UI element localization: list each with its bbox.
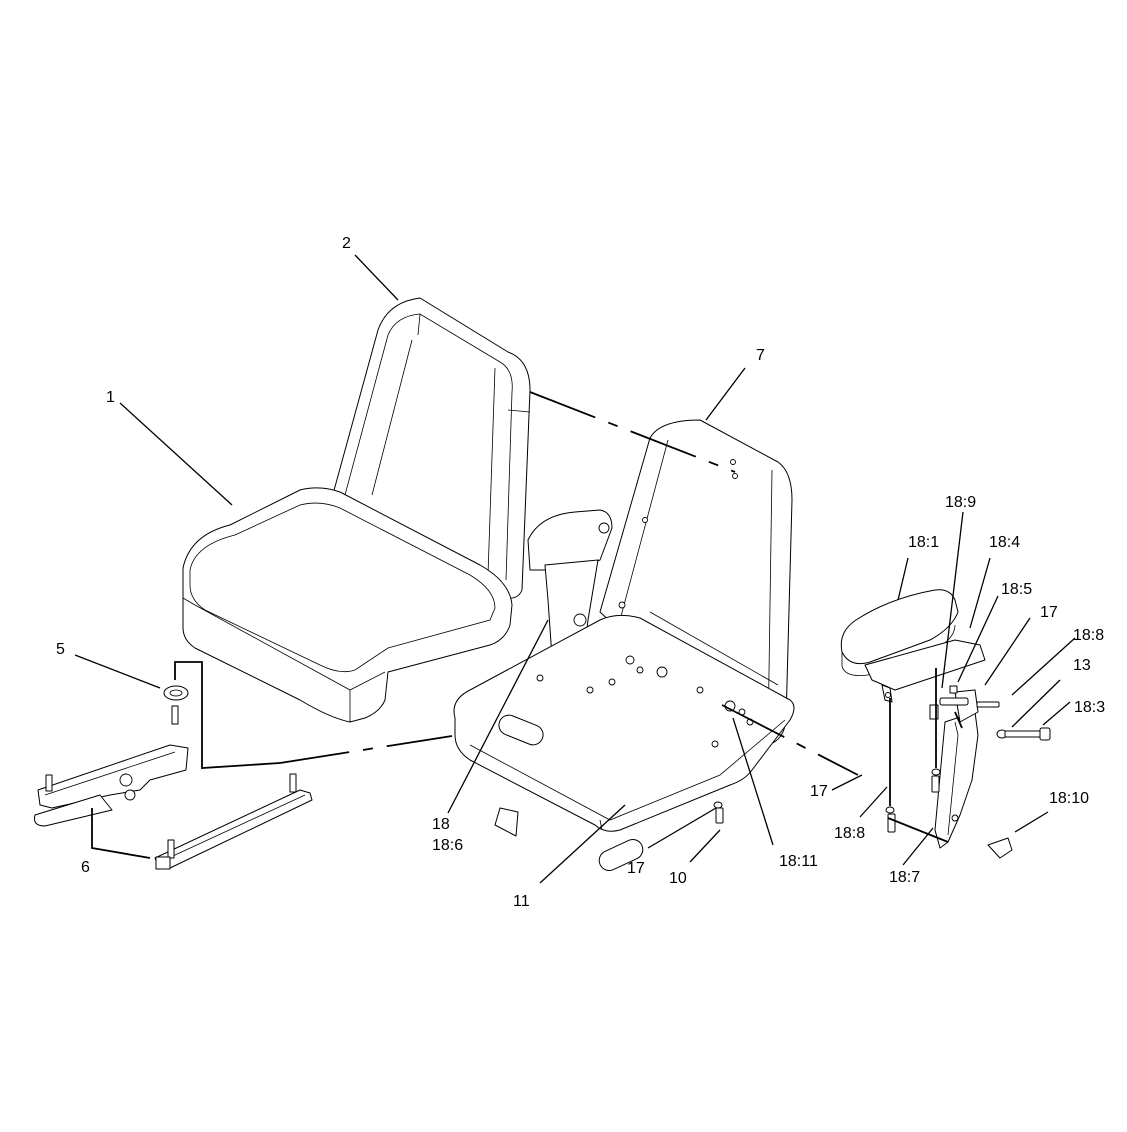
seat-cushion <box>182 487 513 723</box>
callout-17-left: 17 <box>810 783 828 800</box>
callout-18-11: 18:11 <box>779 853 818 870</box>
callout-labels: 1 2 5 6 7 18 18:6 11 17 10 18:11 17 18:8… <box>56 235 1105 910</box>
hardware <box>713 685 1051 859</box>
callout-18-4: 18:4 <box>989 534 1020 551</box>
callout-17-bottom: 17 <box>627 860 645 877</box>
callout-2: 2 <box>342 235 351 252</box>
callout-7: 7 <box>756 347 765 364</box>
callout-18-10: 18:10 <box>1049 790 1089 807</box>
slide-rails <box>34 705 313 870</box>
callout-5: 5 <box>56 641 65 658</box>
leader-lines <box>74 254 1076 884</box>
callout-6: 6 <box>81 859 90 876</box>
callout-11: 11 <box>513 893 530 910</box>
callout-10: 10 <box>669 870 687 887</box>
callout-18-8-top: 18:8 <box>1073 627 1104 644</box>
callout-17-top: 17 <box>1040 604 1058 621</box>
washer <box>163 685 189 701</box>
callout-1: 1 <box>106 389 115 406</box>
callout-18-8-bottom: 18:8 <box>834 825 865 842</box>
armrest <box>840 589 986 703</box>
callout-18-6: 18:6 <box>432 837 463 854</box>
callout-18-1: 18:1 <box>908 534 939 551</box>
callout-18: 18 <box>432 816 450 833</box>
callout-13: 13 <box>1073 657 1091 674</box>
callout-18-3: 18:3 <box>1074 699 1105 716</box>
callout-18-7: 18:7 <box>889 869 920 886</box>
callout-18-9: 18:9 <box>945 494 976 511</box>
connector-lines <box>91 391 963 859</box>
seat-frame <box>453 419 795 871</box>
callout-18-5: 18:5 <box>1001 581 1032 598</box>
